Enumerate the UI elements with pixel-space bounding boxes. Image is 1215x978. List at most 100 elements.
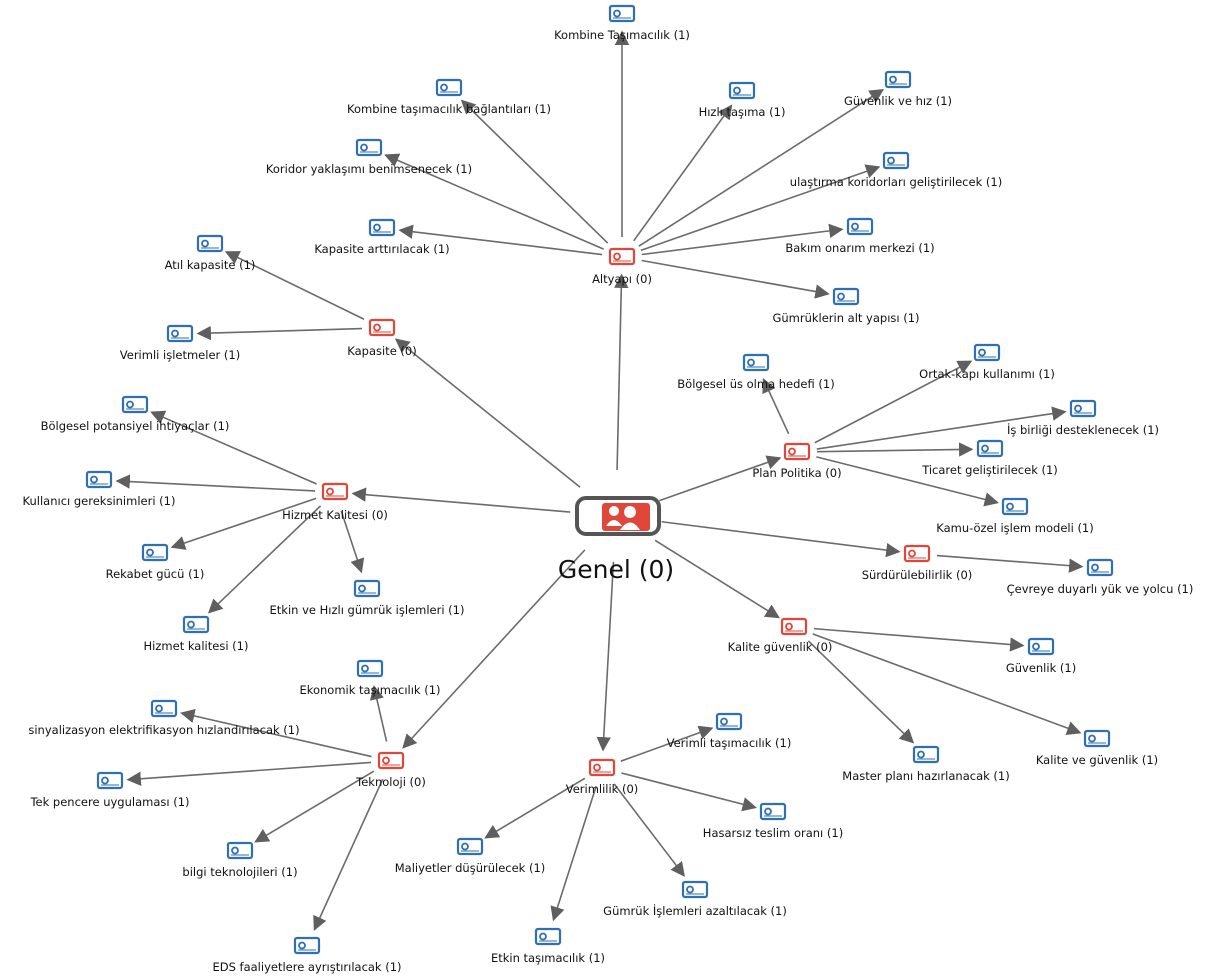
node-label: Verimli taşımacılık (1) (667, 736, 792, 750)
tag-icon (150, 699, 178, 718)
code-node-koridor[interactable]: Koridor yaklaşımı benimsenecek (1) (266, 138, 472, 176)
node-label: Güvenlik ve hız (1) (844, 94, 952, 108)
node-label: Bölgesel potansiyel ihtiyaçlar (1) (41, 419, 230, 433)
tag-icon (884, 70, 912, 89)
tag-icon (1086, 558, 1114, 577)
code-node-master[interactable]: Master planı hazırlanacak (1) (842, 745, 1010, 783)
node-label: Gümrük İşlemleri azaltılacak (1) (603, 903, 787, 918)
edge-hizmet-rekabet (170, 497, 317, 550)
code-node-verimli_isl[interactable]: Verimli işletmeler (1) (120, 324, 240, 362)
node-label: Ticaret geliştirilecek (1) (921, 463, 1058, 477)
edge-genel-plan (659, 455, 782, 502)
code-node-etkin_gumruk[interactable]: Etkin ve Hızlı gümrük işlemleri (1) (270, 579, 465, 617)
node-label: bilgi teknolojileri (1) (182, 865, 297, 879)
tag-icon (368, 318, 396, 337)
edge-plan-bolgesel_us (762, 378, 790, 435)
code-node-ulastirma[interactable]: ulaştırma koridorları geliştirilecek (1) (790, 151, 1002, 189)
code-node-cevre[interactable]: Çevreye duyarlı yük ve yolcu (1) (1007, 558, 1194, 596)
edge-genel-kapasite (394, 338, 581, 488)
category-node-plan[interactable]: Plan Politika (0) (752, 442, 842, 480)
tag-icon (368, 218, 396, 237)
edge-kapasite-atil (224, 251, 365, 320)
code-node-verimli_tas[interactable]: Verimli taşımacılık (1) (667, 712, 792, 750)
edge-verimlilik-etkin_tas (550, 786, 597, 922)
tag-icon (435, 78, 463, 97)
code-node-gumruk_alt[interactable]: Gümrüklerin alt yapısı (1) (772, 287, 920, 325)
category-node-verimlilik[interactable]: Verimlilik (0) (566, 758, 639, 796)
category-node-surdurulebilirlik[interactable]: Sürdürülebilirlik (0) (862, 544, 973, 582)
root-node-genel[interactable]: Genel (0) (558, 496, 674, 584)
node-label: Bakım onarım merkezi (1) (785, 241, 934, 255)
edge-plan-ticaret (816, 442, 974, 457)
edge-kapasite-verimli_isl (196, 325, 363, 341)
code-node-kullanici[interactable]: Kullanıcı gereksinimleri (1) (23, 470, 176, 508)
code-node-bolgesel_pot[interactable]: Bölgesel potansiyel ihtiyaçlar (1) (41, 395, 230, 433)
tag-icon (832, 287, 860, 306)
tag-icon (1001, 497, 1029, 516)
edge-genel-altyapi (614, 273, 629, 471)
edge-genel-surdurulebilirlik (661, 520, 901, 558)
tag-icon (780, 617, 808, 636)
code-node-bolgesel_us[interactable]: Bölgesel üs olma hedefi (1) (677, 353, 835, 391)
edge-verimlilik-hasarsiz (621, 772, 757, 812)
tag-icon (377, 751, 405, 770)
tag-icon (715, 712, 743, 731)
node-label: sinyalizasyon elektrifikasyon hızlandırı… (28, 723, 299, 737)
code-node-etkin_tas[interactable]: Etkin taşımacılık (1) (491, 927, 605, 965)
code-node-bakim[interactable]: Bakım onarım merkezi (1) (785, 217, 935, 255)
code-node-atil[interactable]: Atıl kapasite (1) (165, 234, 256, 272)
tag-icon (903, 544, 931, 563)
edge-teknoloji-eds (313, 778, 384, 931)
category-node-hizmet[interactable]: Hizmet Kalitesi (0) (282, 482, 388, 522)
code-node-hasarsiz[interactable]: Hasarsız teslim oranı (1) (703, 802, 843, 840)
code-node-hizli[interactable]: Hızlı taşıma (1) (699, 81, 786, 119)
node-label: Altyapı (0) (592, 272, 652, 286)
tag-icon (1083, 729, 1111, 748)
code-node-maliyet[interactable]: Maliyetler düşürülecek (1) (395, 837, 546, 875)
code-node-isbirligi[interactable]: İş birliği desteklenecek (1) (1007, 399, 1159, 437)
tag-icon (182, 615, 210, 634)
code-node-ekonomik[interactable]: Ekonomik taşımacılık (1) (299, 659, 441, 697)
code-node-tekpencere[interactable]: Tek pencere uygulaması (1) (29, 771, 190, 809)
category-node-altyapi[interactable]: Altyapı (0) (592, 247, 652, 286)
code-node-kal_guv[interactable]: Kalite ve güvenlik (1) (1036, 729, 1158, 767)
edge-genel-hizmet (351, 487, 571, 513)
tag-icon (1027, 637, 1055, 656)
node-label: Kamu-özel işlem modeli (1) (936, 521, 1094, 535)
code-node-hiz_kal[interactable]: Hizmet kalitesi (1) (144, 615, 249, 653)
edges-layer (115, 30, 1084, 931)
tag-icon (912, 745, 940, 764)
edge-verimlilik-maliyet (484, 777, 586, 839)
category-node-kapasite[interactable]: Kapasite (0) (347, 318, 417, 358)
code-node-gumruk_az[interactable]: Gümrük İşlemleri azaltılacak (1) (603, 880, 787, 918)
tag-icon (608, 247, 636, 266)
code-node-sinyal[interactable]: sinyalizasyon elektrifikasyon hızlandırı… (28, 699, 300, 737)
edge-altyapi-kombine_bag (460, 99, 609, 244)
node-label: Verimlilik (0) (566, 782, 639, 796)
tag-icon (226, 841, 254, 860)
edge-altyapi-koridor (384, 153, 604, 250)
tag-icon (321, 482, 349, 501)
node-label: Tek pencere uygulaması (1) (29, 795, 189, 809)
code-node-guvhiz[interactable]: Güvenlik ve hız (1) (844, 70, 952, 108)
category-node-kalite[interactable]: Kalite güvenlik (0) (728, 617, 833, 654)
code-node-ortak[interactable]: Ortak-kapı kullanımı (1) (919, 343, 1055, 381)
edge-hizmet-bolgesel_pot (150, 410, 317, 485)
code-node-eds[interactable]: EDS faaliyetlere ayrıştırılacak (1) (212, 936, 402, 974)
code-node-kombine_bag[interactable]: Kombine taşımacılık bağlantıları (1) (347, 78, 551, 116)
tag-icon (534, 927, 562, 946)
category-node-teknoloji[interactable]: Teknoloji (0) (355, 751, 426, 789)
code-node-kap_art[interactable]: Kapasite arttırılacak (1) (314, 218, 450, 256)
code-node-kamu[interactable]: Kamu-özel işlem modeli (1) (936, 497, 1094, 535)
code-node-bilgi[interactable]: bilgi teknolojileri (1) (182, 841, 298, 879)
edge-altyapi-gumruk_alt (641, 259, 830, 299)
tag-icon (588, 758, 616, 777)
code-node-kombine[interactable]: Kombine Taşımacılık (1) (554, 4, 690, 42)
tag-icon (759, 802, 787, 821)
code-node-guvenlik[interactable]: Güvenlik (1) (1006, 637, 1076, 675)
code-node-rekabet[interactable]: Rekabet gücü (1) (106, 543, 205, 581)
edge-hizmet-etkin_gumruk (340, 510, 365, 574)
edge-teknoloji-tekpencere (126, 761, 372, 786)
code-node-ticaret[interactable]: Ticaret geliştirilecek (1) (921, 439, 1058, 477)
tag-icon (882, 151, 910, 170)
